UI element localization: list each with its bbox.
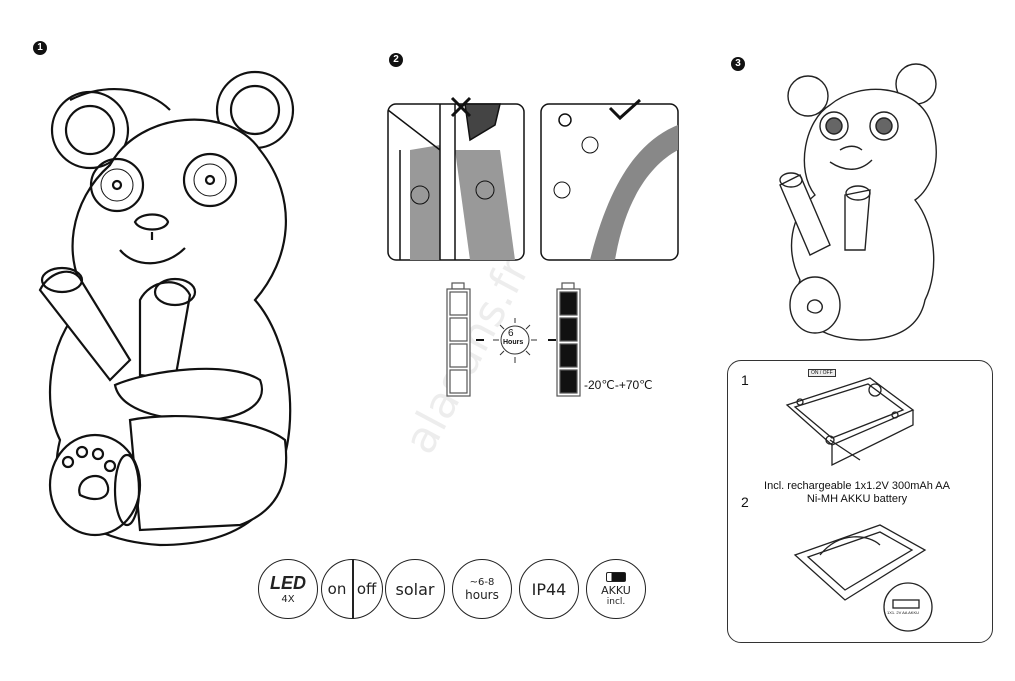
hours-line1: ~6-8 <box>469 576 495 588</box>
battery-label: 1X1. 2V AA AKKU <box>887 610 920 615</box>
charge-duration-unit: Hours <box>503 339 524 346</box>
step-number-3: 3 <box>731 57 745 71</box>
ip44-icon: IP44 <box>519 559 579 619</box>
install-step-2-number: 2 <box>741 494 749 510</box>
battery-icon <box>606 571 626 582</box>
ip-rating: IP44 <box>531 579 567 599</box>
akku-line2: incl. <box>606 596 626 607</box>
led-4x-icon: LED 4X <box>258 559 318 619</box>
battery-note-line1: Incl. rechargeable 1x1.2V 300mAh AA <box>764 480 950 492</box>
akku-included-icon: AKKU incl. <box>586 559 646 619</box>
battery-note-line2: Ni-MH AKKU battery <box>806 493 908 505</box>
led-label: LED <box>270 573 306 593</box>
off-label: off <box>356 580 377 598</box>
solar-label: solar <box>395 579 435 599</box>
charge-duration-number: 6 <box>508 328 514 339</box>
led-count: 4X <box>281 594 295 605</box>
hours-line2: hours <box>465 587 499 602</box>
akku-line1: AKKU <box>601 583 631 597</box>
temperature-range: -20℃-+70℃ <box>584 378 653 392</box>
solar-icon: solar <box>385 559 445 619</box>
on-off-switch-icon: on off <box>321 559 383 619</box>
runtime-hours-icon: ~6-8 hours <box>452 559 512 619</box>
step-number-1: 1 <box>33 41 47 55</box>
on-off-switch-label: ON / OFF <box>808 369 836 377</box>
install-step-1-number: 1 <box>741 372 749 388</box>
battery-installation-panel <box>727 360 993 643</box>
on-label: on <box>327 580 347 598</box>
step-number-2: 2 <box>389 53 403 67</box>
